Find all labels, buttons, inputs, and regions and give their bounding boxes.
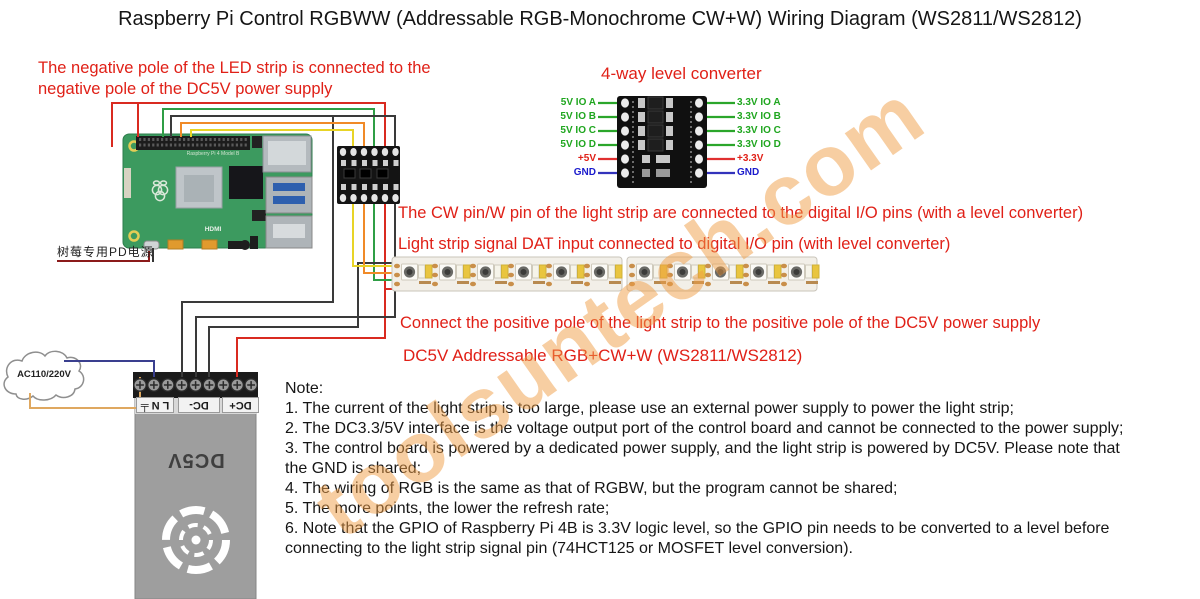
wire-black-gpio-to-converter	[170, 115, 396, 151]
camera-connector	[250, 236, 258, 249]
small-level-converter-board	[337, 146, 400, 204]
usb2-ports	[265, 215, 313, 249]
pd-power-label: 树莓专用PD电源	[57, 245, 154, 259]
pi-hdmi-print: HDMI	[205, 226, 222, 233]
wire-green-converter-to-strip	[373, 200, 393, 281]
note-item-5: 5. The more points, the lower the refres…	[285, 500, 610, 517]
wire-ac-neutral-tan	[29, 377, 141, 409]
raspberry-logo	[151, 180, 169, 202]
converter-components	[638, 96, 673, 177]
audio-jack-body	[228, 241, 242, 249]
pd-label-pointer-line	[57, 251, 150, 262]
wires	[29, 102, 396, 409]
note-item-6: 6. Note that the GPIO of Raspberry Pi 4B…	[285, 520, 1110, 557]
wire-red-gpio-to-converter	[111, 102, 386, 151]
terminal-label-lng: L N ╧	[136, 397, 174, 413]
note-item-3: 3. The control board is powered by a ded…	[285, 440, 1120, 477]
annotation-negative-pole-line1: The negative pole of the LED strip is co…	[38, 59, 431, 77]
converter-pin-5v-io-d: 5V IO D	[560, 139, 596, 150]
led-strip	[391, 256, 820, 292]
gpio-header	[136, 136, 250, 150]
note-heading: Note:	[285, 380, 324, 397]
converter-pin-3v3-io-a: 3.3V IO A	[737, 97, 781, 108]
wire-orange-converter-to-strip	[363, 200, 393, 274]
annotation-negative-pole-line2: negative pole of the DC5V power supply	[38, 80, 333, 98]
converter-pin-3v3-io-b: 3.3V IO B	[737, 111, 781, 122]
ram-chip	[229, 166, 263, 199]
converter-pin-5v-io-b: 5V IO B	[560, 111, 596, 122]
converter-pin-5v-io-c: 5V IO C	[560, 125, 596, 136]
usb-c-power-port	[143, 240, 160, 250]
ac-source-label: AC110/220V	[17, 369, 71, 380]
wire-yellow-gpio-to-converter	[190, 129, 354, 151]
diagram-title: Raspberry Pi Control RGBWW (Addressable …	[118, 8, 1082, 30]
psu-fan	[162, 506, 230, 574]
poe-header	[252, 136, 262, 148]
micro-hdmi-port-1	[201, 239, 218, 250]
psu-voltage-label: DC5V	[167, 449, 225, 471]
wire-ac-live-blue	[64, 360, 155, 377]
converter-pin-plus5v: +5V	[577, 153, 596, 164]
ethernet-opening	[268, 141, 306, 165]
terminal-screws	[133, 378, 259, 392]
wire-yellow-converter-to-strip	[352, 200, 393, 267]
wire-orange-gpio-to-converter	[180, 122, 365, 151]
converter-pin-5v-io-a: 5V IO A	[560, 97, 596, 108]
terminal-label-dc-minus: DC-	[178, 397, 220, 413]
note-item-2: 2. The DC3.3/5V interface is the voltage…	[285, 420, 1124, 437]
display-connector	[124, 168, 131, 198]
annotation-dat-input: Light strip signal DAT input connected t…	[398, 235, 951, 253]
note-block: Note: 1. The current of the light strip …	[285, 379, 1130, 559]
level-converter-title: 4-way level converter	[601, 64, 762, 83]
micro-hdmi-port-0	[167, 239, 184, 250]
converter-pin-gnd-right: GND	[737, 167, 760, 178]
converter-pin-3v3-io-c: 3.3V IO C	[737, 125, 781, 136]
level-converter-diagram	[598, 96, 735, 188]
usb3-ports	[265, 176, 313, 214]
small-chip	[252, 210, 266, 221]
wire-green-gpio-to-converter	[162, 108, 375, 151]
raspberry-pi-board: Raspberry Pi 4 Model B HDMI	[122, 133, 313, 250]
wire-black-strip-gnd-to-psu	[208, 262, 393, 377]
annotation-negative-pole: The negative pole of the LED strip is co…	[38, 58, 431, 100]
wire-red-converter-to-psu	[236, 200, 386, 377]
soc-cap	[184, 175, 214, 202]
converter-pin-3v3-io-d: 3.3V IO D	[737, 139, 781, 150]
converter-pin-gnd-left: GND	[573, 167, 596, 178]
audio-jack	[240, 240, 250, 250]
converter-pin-plus3v3: +3.3V	[737, 153, 764, 164]
annotation-strip-type: DC5V Addressable RGB+CW+W (WS2811/WS2812…	[403, 346, 803, 365]
terminal-label-dc-plus: DC+	[222, 397, 259, 413]
annotation-positive-pole: Connect the positive pole of the light s…	[400, 314, 1041, 332]
pi-silkscreen-text: Raspberry Pi 4 Model B	[187, 151, 240, 157]
note-item-4: 4. The wiring of RGB is the same as that…	[285, 480, 898, 497]
annotation-cw-pin: The CW pin/W pin of the light strip are …	[398, 204, 1084, 222]
note-item-1: 1. The current of the light strip is too…	[285, 400, 1014, 417]
wire-black-pi-gnd-to-psu	[181, 116, 334, 377]
